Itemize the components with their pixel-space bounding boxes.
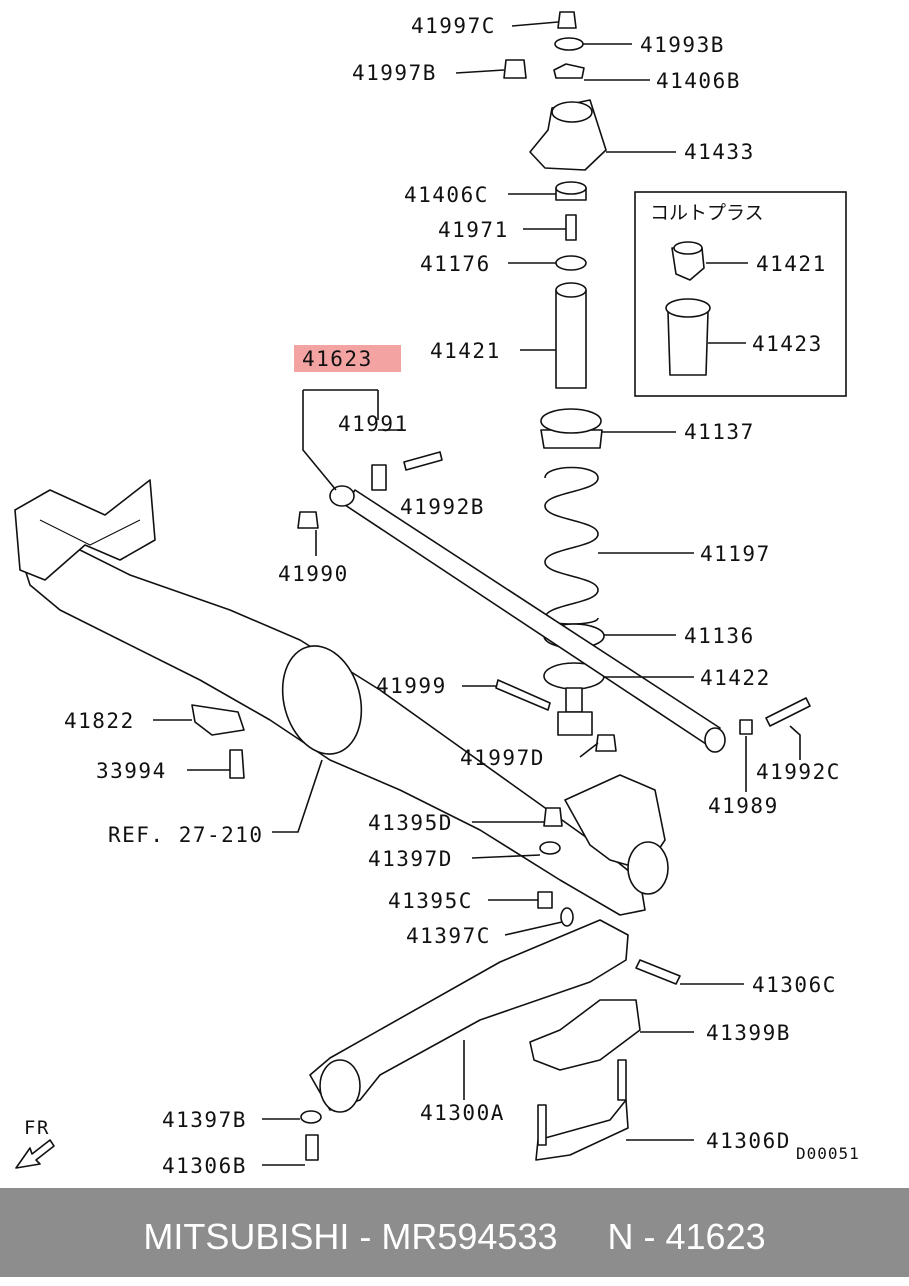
bolt-41992C	[765, 697, 811, 727]
label-41176: 41176	[420, 252, 491, 276]
bracket-41399B	[529, 999, 641, 1071]
label-41397C: 41397C	[406, 924, 491, 948]
inset-dust-cover-41423	[667, 311, 709, 376]
fr-label: FR	[24, 1117, 50, 1139]
label-41993B: 41993B	[640, 33, 725, 57]
label-41422: 41422	[700, 666, 771, 690]
label-41397B: 41397B	[162, 1108, 247, 1132]
label-41137: 41137	[684, 420, 755, 444]
nut-41990	[297, 511, 319, 529]
inset-label-41423: 41423	[752, 332, 823, 356]
inset-box: コルトプラス 41421 41423	[634, 191, 847, 397]
part-labels: 41997C 41993B 41997B 41406B 41433 41406C…	[64, 14, 860, 1178]
mount-41433	[529, 99, 607, 171]
washer-41397D	[539, 841, 561, 855]
label-41997D: 41997D	[460, 746, 545, 770]
washer-41397C	[560, 907, 574, 927]
nut-41989	[739, 719, 753, 735]
washer-41397B	[300, 1110, 322, 1124]
label-41136: 41136	[684, 624, 755, 648]
label-41300A: 41300A	[420, 1101, 505, 1125]
label-41421: 41421	[430, 339, 501, 363]
lateral-rod-41623	[329, 485, 726, 753]
nut-41395D	[543, 807, 563, 827]
leader-lines	[153, 21, 801, 1166]
washer-41993B	[554, 37, 584, 51]
label-41989: 41989	[708, 794, 779, 818]
inset-label-41421: 41421	[756, 252, 827, 276]
nut-41997D	[595, 734, 617, 752]
label-ref-27-210: REF. 27-210	[108, 823, 264, 847]
label-41306B: 41306B	[162, 1154, 247, 1178]
inset-title: コルトプラス	[650, 202, 764, 224]
bolt-41306B	[305, 1134, 319, 1161]
bracket-41822	[191, 704, 245, 736]
nut-41395C	[537, 891, 553, 909]
label-41306C: 41306C	[752, 973, 837, 997]
washer-41176	[555, 255, 587, 271]
label-41992B: 41992B	[400, 495, 485, 519]
label-41395C: 41395C	[388, 889, 473, 913]
parts-diagram: コルトプラス 41421 41423 41997C 41993B 41997B …	[14, 11, 860, 1178]
bolt-41999	[495, 679, 551, 711]
label-41822: 41822	[64, 709, 135, 733]
diagram-canvas: コルトプラス 41421 41423 41997C 41993B 41997B …	[14, 11, 860, 1178]
shock-absorber-41422	[543, 662, 605, 736]
bracket-41306D	[535, 1059, 629, 1161]
label-41433: 41433	[684, 140, 755, 164]
label-41999: 41999	[376, 674, 447, 698]
label-41991: 41991	[338, 412, 409, 436]
coil-spring-41197	[544, 466, 599, 625]
bolt-41306C	[635, 959, 681, 985]
trailing-arm-41300A	[309, 919, 629, 1113]
label-41406C: 41406C	[404, 183, 489, 207]
label-41406B: 41406B	[656, 69, 741, 93]
label-41997B: 41997B	[352, 61, 437, 85]
spring-seat-41137	[540, 408, 603, 449]
nut-41997B	[503, 59, 527, 79]
diagram-code: D00051	[796, 1144, 860, 1163]
front-arrow-icon	[15, 1139, 55, 1169]
collar-41971	[565, 214, 577, 241]
footer-part-info: MITSUBISHI - MR594533 N - 41623	[143, 1216, 766, 1257]
highlight-41623	[294, 345, 401, 372]
label-41623: 41623	[302, 347, 373, 371]
bump-stop-41421	[555, 282, 587, 389]
top-nut-41997C	[557, 11, 577, 29]
label-41306D: 41306D	[706, 1129, 791, 1153]
bushing-41406B	[553, 63, 585, 79]
label-41992C: 41992C	[756, 760, 841, 784]
label-33994: 33994	[96, 759, 167, 783]
label-41399B: 41399B	[706, 1021, 791, 1045]
label-41990: 41990	[278, 562, 349, 586]
front-direction-indicator: FR	[15, 1117, 55, 1169]
label-41397D: 41397D	[368, 847, 453, 871]
bolt-33994	[229, 749, 245, 779]
label-41395D: 41395D	[368, 811, 453, 835]
label-41997C: 41997C	[411, 14, 496, 38]
bolt-41992B	[403, 451, 443, 471]
footer-bar: MITSUBISHI - MR594533 N - 41623	[0, 1188, 909, 1277]
label-41197: 41197	[700, 542, 771, 566]
bushing-41991	[371, 464, 387, 491]
label-41971: 41971	[438, 218, 509, 242]
bushing-41406C	[555, 181, 587, 201]
